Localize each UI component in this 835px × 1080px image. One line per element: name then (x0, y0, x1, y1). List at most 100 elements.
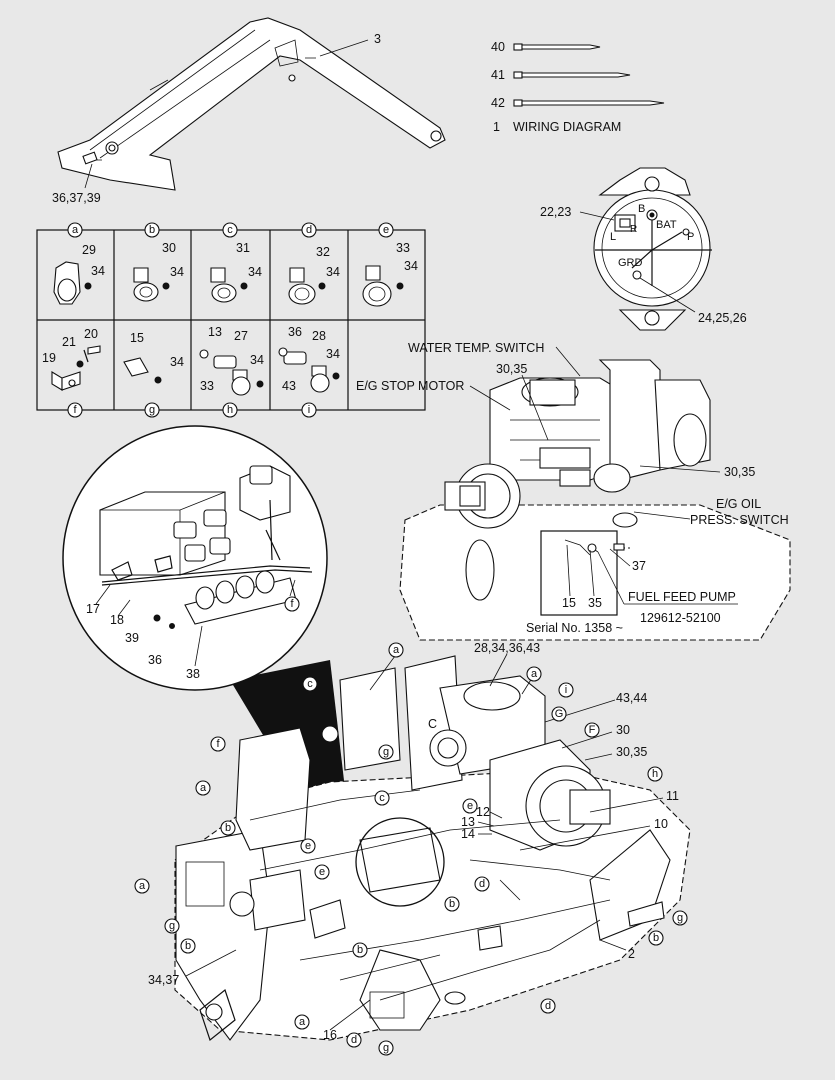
main-circle-F (584, 722, 600, 738)
svg-text:d: d (351, 1034, 357, 1046)
wiring-diagram-label: WIRING DIAGRAM (513, 120, 621, 134)
label-eg-stop-motor: E/G STOP MOTOR (356, 379, 464, 393)
grid-num-29: 29 (82, 243, 96, 257)
cell-letter-h: h (227, 404, 233, 416)
svg-text:f: f (216, 738, 220, 750)
svg-text:a: a (393, 644, 400, 656)
grid-num-30: 30 (162, 241, 176, 255)
svg-text:e: e (467, 800, 473, 812)
svg-text:b: b (185, 940, 191, 952)
grid-num-15: 15 (130, 331, 144, 345)
main-circle-G (551, 706, 567, 722)
svg-text:b: b (225, 822, 231, 834)
callout-40: 40 (491, 40, 505, 54)
grid-num-32: 32 (316, 245, 330, 259)
grid-num-34c: 34 (248, 265, 262, 279)
svg-text:g: g (383, 746, 389, 758)
cell-letter-c: c (227, 224, 233, 236)
main-letter-F: F (589, 724, 596, 736)
svg-text:d: d (479, 878, 485, 890)
callout-38: 38 (186, 667, 200, 681)
label-press-switch: PRESS. SWITCH (690, 513, 789, 527)
grid-num-36: 36 (288, 325, 302, 339)
grid-num-34g: 34 (250, 353, 264, 367)
svg-text:g: g (677, 912, 683, 924)
callout-1: 1 (493, 120, 500, 134)
label-water-temp-switch: WATER TEMP. SWITCH (408, 341, 544, 355)
terminal-r: R (630, 224, 637, 235)
callout-36-37-39: 36,37,39 (52, 191, 101, 205)
grid-num-13: 13 (208, 325, 222, 339)
grid-num-33b: 33 (200, 379, 214, 393)
detail-circle (62, 425, 350, 832)
svg-text:a: a (139, 880, 146, 892)
callout-11: 11 (666, 789, 679, 803)
svg-text:e: e (319, 866, 325, 878)
callout-12: 12 (476, 805, 490, 819)
terminal-grd: GRD (618, 257, 643, 269)
callout-34-37: 34,37 (148, 973, 179, 987)
cell-letter-i: i (308, 404, 310, 416)
cable-ties (513, 43, 665, 107)
callout-41: 41 (491, 68, 505, 82)
cell-letter-f: f (73, 404, 77, 416)
grid-num-34h: 34 (326, 347, 340, 361)
svg-text:a: a (200, 782, 207, 794)
callout-15: 15 (562, 596, 576, 610)
terminal-l: L (610, 231, 616, 243)
cell-letter-e: e (383, 224, 389, 236)
cell-letter-g: g (149, 404, 155, 416)
engine-drawing (399, 346, 791, 641)
grid-num-33: 33 (396, 241, 410, 255)
label-part-number: 129612-52100 (640, 611, 721, 625)
detail-letter-f: f (290, 598, 294, 610)
callout-2: 2 (628, 947, 635, 961)
svg-text:a: a (531, 668, 538, 680)
callout-35: 35 (588, 596, 602, 610)
grid-num-34a: 34 (91, 264, 105, 278)
grid-num-20: 20 (84, 327, 98, 341)
grid-num-31: 31 (236, 241, 250, 255)
grid-num-34d: 34 (326, 265, 340, 279)
callout-30: 30 (616, 723, 630, 737)
svg-text:b: b (449, 898, 455, 910)
main-letter-G: G (555, 708, 564, 720)
detail-letter-f-circle (284, 596, 300, 612)
grid-num-19: 19 (42, 351, 56, 365)
main-letter-C: C (428, 717, 437, 731)
callout-18: 18 (110, 613, 124, 627)
grid-num-21: 21 (62, 335, 76, 349)
label-serial: Serial No. 1358 ~ (526, 621, 623, 635)
grid-letters: a b c d e f g h i (67, 222, 394, 418)
svg-text:d: d (545, 1000, 551, 1012)
grid-num-34f: 34 (170, 355, 184, 369)
callout-28-34-36-43: 28,34,36,43 (474, 641, 540, 655)
callout-24-25-26: 24,25,26 (698, 311, 747, 325)
callout-36: 36 (148, 653, 162, 667)
svg-text:h: h (652, 768, 658, 780)
svg-text:b: b (357, 944, 363, 956)
alternator-drawing (579, 167, 712, 331)
callout-17: 17 (86, 602, 100, 616)
callout-30-35-a: 30,35 (496, 362, 527, 376)
terminal-p: P (687, 231, 694, 243)
label-eg-oil: E/G OIL (716, 497, 761, 511)
main-letter-circles: a c a i f g a c e h b e e a d b g g b b … (134, 642, 688, 1056)
svg-text:c: c (307, 678, 313, 690)
boom-drawing (57, 17, 446, 191)
cell-letter-b: b (149, 224, 155, 236)
grid-num-43: 43 (282, 379, 296, 393)
callout-42: 42 (491, 96, 505, 110)
clamp-shapes (51, 261, 404, 396)
callout-3: 3 (374, 32, 381, 46)
callout-39: 39 (125, 631, 139, 645)
svg-text:a: a (299, 1016, 306, 1028)
terminal-b: B (638, 203, 645, 215)
callout-22-23: 22,23 (540, 205, 571, 219)
svg-text:g: g (383, 1042, 389, 1054)
cell-letter-a: a (72, 224, 79, 236)
callout-43-44: 43,44 (616, 691, 647, 705)
callout-30-35-c: 30,35 (616, 745, 647, 759)
grid-num-28: 28 (312, 329, 326, 343)
